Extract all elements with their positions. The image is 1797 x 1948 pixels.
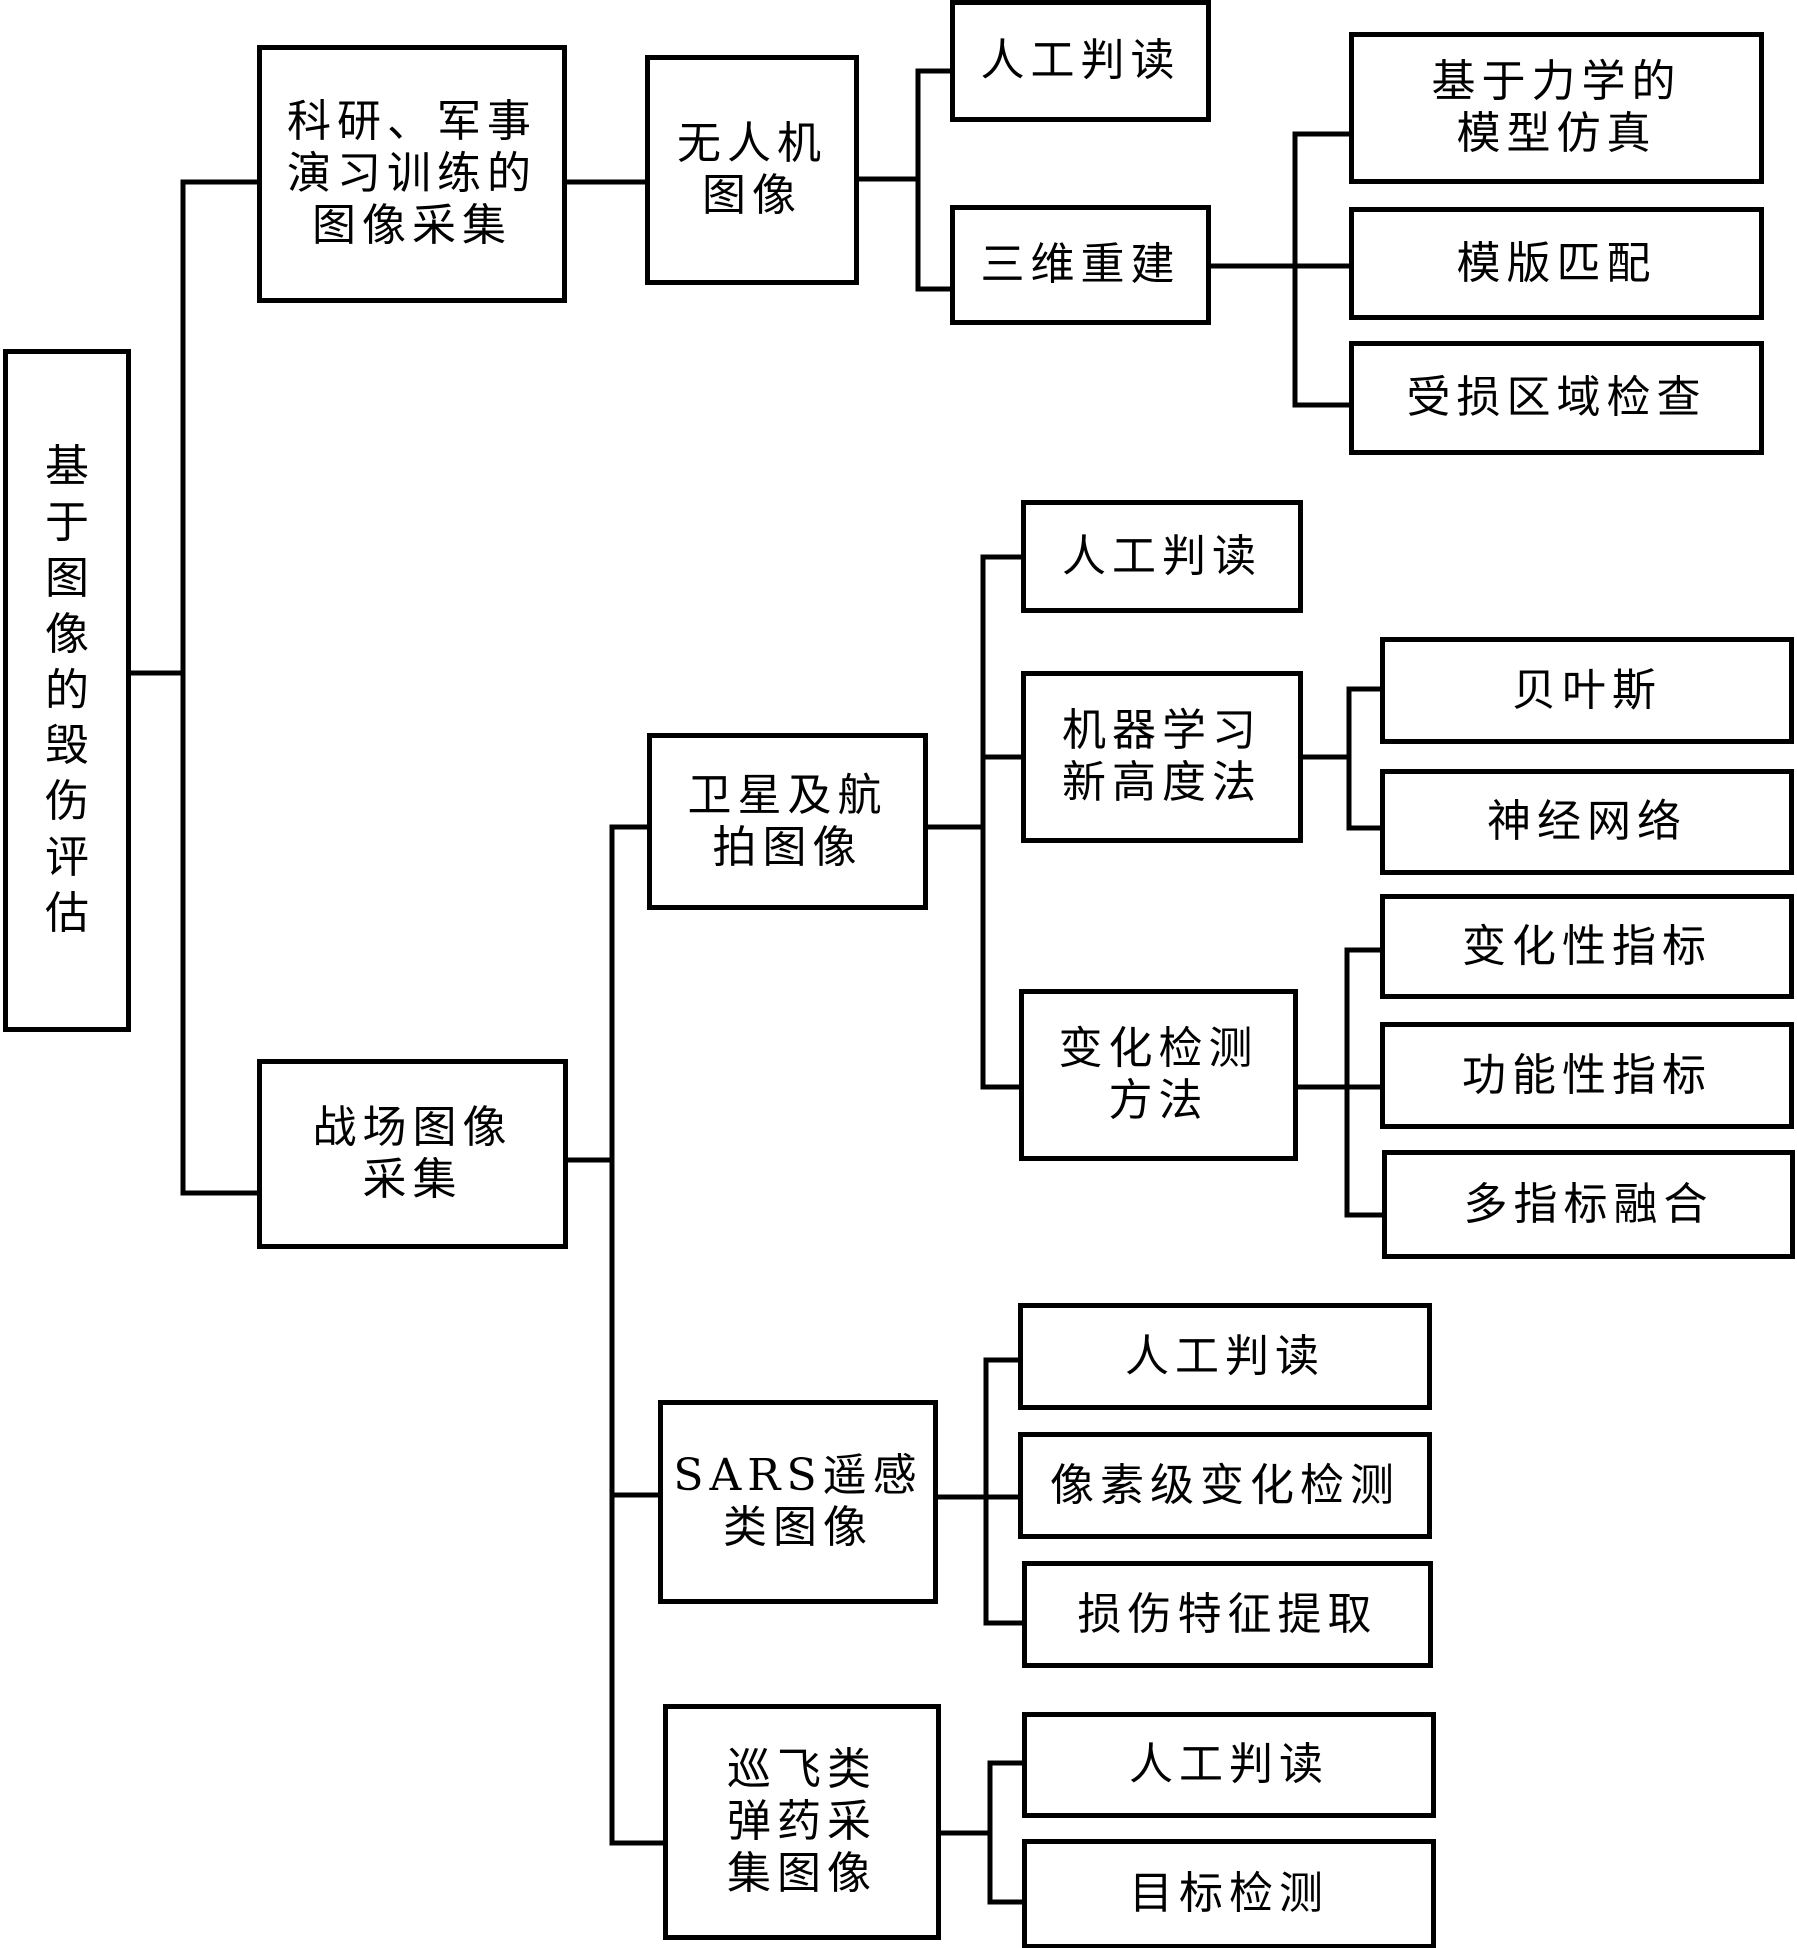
connector-group: [565, 824, 666, 1846]
node-label: 受损区域检查: [1406, 372, 1707, 424]
connector-group: [1208, 131, 1352, 408]
node-mechanics-model-simulation: 基于力学的 模型仿真: [1349, 32, 1764, 184]
node-change-index: 变化性指标: [1380, 894, 1794, 999]
node-label: 人工判读: [1129, 1739, 1329, 1791]
node-label: 基于力学的 模型仿真: [1431, 56, 1682, 159]
connector-group: [925, 554, 1024, 1090]
node-label: 人工判读: [1125, 1330, 1325, 1382]
node-damage-feature-extraction: 损伤特征提取: [1022, 1561, 1433, 1668]
connector-group: [128, 179, 260, 1196]
node-template-matching: 模版匹配: [1349, 207, 1764, 320]
connector-group: [1295, 947, 1385, 1218]
node-label: 目标检测: [1129, 1868, 1329, 1920]
node-label: 像素级变化检测: [1050, 1459, 1400, 1511]
connector-group: [935, 1357, 1025, 1626]
node-battlefield-image-collection: 战场图像 采集: [257, 1059, 568, 1249]
node-label: 基于图像的毁伤评估: [45, 441, 89, 940]
node-satellite-aerial-images: 卫星及航 拍图像: [647, 733, 928, 910]
node-root: 基于图像的毁伤评估: [3, 349, 131, 1032]
node-label: SARS遥感 类图像: [673, 1450, 923, 1553]
connector-group: [1300, 686, 1383, 831]
node-label: 贝叶斯: [1512, 664, 1662, 716]
node-label: 功能性指标: [1462, 1049, 1712, 1101]
node-damaged-area-inspection: 受损区域检查: [1349, 341, 1764, 455]
node-label: 变化性指标: [1462, 920, 1712, 972]
node-uav-images: 无人机 图像: [645, 55, 859, 285]
node-pixel-level-change-detection: 像素级变化检测: [1018, 1432, 1432, 1539]
node-neural-network: 神经网络: [1380, 769, 1794, 875]
node-label: 战场图像 采集: [312, 1102, 513, 1205]
node-target-detection: 目标检测: [1022, 1839, 1436, 1948]
node-loitering-munition-images: 巡飞类 弹药采 集图像: [663, 1704, 941, 1940]
connector-group: [856, 68, 953, 292]
node-label: 损伤特征提取: [1077, 1588, 1378, 1640]
connector-group: [938, 1760, 1025, 1905]
node-label: 巡飞类 弹药采 集图像: [727, 1744, 877, 1899]
node-loiter-manual-interpretation: 人工判读: [1022, 1712, 1436, 1818]
node-label: 人工判读: [980, 35, 1181, 87]
node-uav-manual-interpretation: 人工判读: [950, 0, 1211, 122]
node-label: 变化检测 方法: [1058, 1023, 1259, 1126]
node-label: 无人机 图像: [677, 118, 827, 221]
node-label: 人工判读: [1062, 530, 1262, 582]
node-label: 科研、军事 演习训练的 图像采集: [287, 96, 537, 251]
node-functional-index: 功能性指标: [1380, 1022, 1794, 1129]
node-label: 三维重建: [980, 239, 1181, 291]
node-sat-manual-interpretation: 人工判读: [1021, 500, 1303, 613]
node-sars-remote-sensing-images: SARS遥感 类图像: [658, 1400, 938, 1604]
node-research-image-collection: 科研、军事 演习训练的 图像采集: [257, 45, 567, 303]
node-label: 多指标融合: [1463, 1178, 1714, 1230]
node-multi-index-fusion: 多指标融合: [1382, 1150, 1795, 1259]
node-change-detection-method: 变化检测 方法: [1019, 989, 1298, 1161]
node-3d-reconstruction: 三维重建: [950, 205, 1211, 325]
node-sars-manual-interpretation: 人工判读: [1018, 1303, 1432, 1410]
node-label: 模版匹配: [1456, 237, 1657, 289]
node-label: 神经网络: [1487, 796, 1687, 848]
node-label: 机器学习 新高度法: [1062, 705, 1262, 808]
node-bayes: 贝叶斯: [1380, 637, 1794, 744]
node-machine-learning-method: 机器学习 新高度法: [1021, 671, 1303, 843]
node-label: 卫星及航 拍图像: [687, 769, 888, 873]
